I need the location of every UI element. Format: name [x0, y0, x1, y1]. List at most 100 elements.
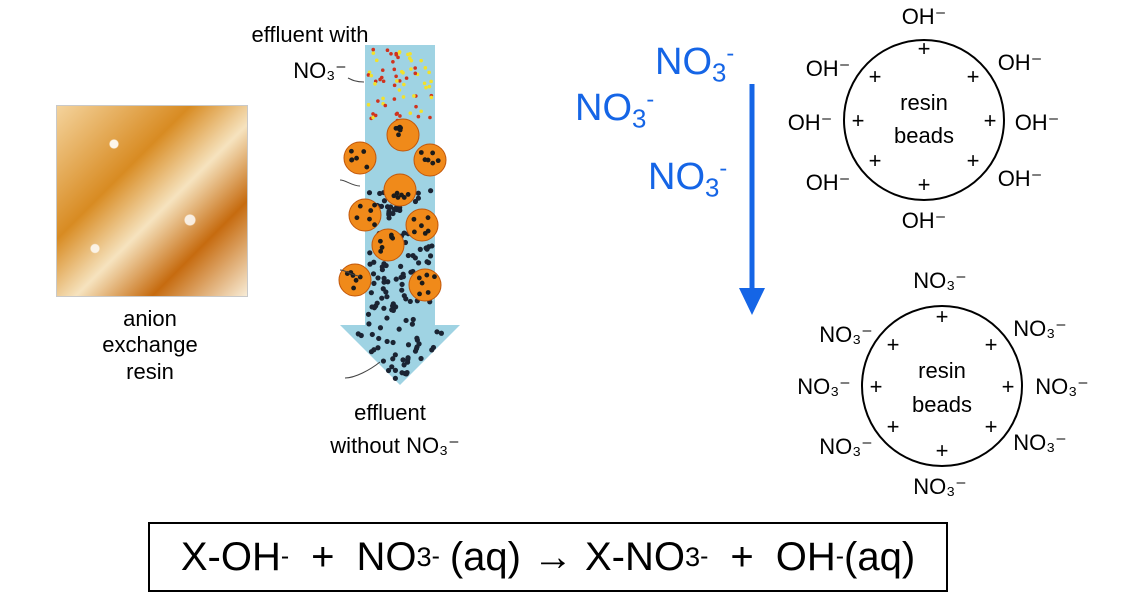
ion-particle	[401, 230, 407, 236]
bead-circle	[843, 39, 1005, 201]
ion-particle	[385, 279, 391, 285]
ion-particle	[401, 362, 407, 368]
ion-particle	[416, 260, 422, 266]
ion-particle	[390, 356, 396, 362]
ion-particle	[402, 82, 406, 87]
ion-particle	[414, 335, 420, 341]
resin-bead	[413, 143, 447, 177]
ion-particle	[375, 345, 381, 351]
resin-bead	[343, 141, 377, 175]
ion-particle	[392, 352, 398, 358]
ion-particle	[416, 341, 422, 347]
bead-circle	[861, 305, 1023, 467]
ion-particle	[381, 261, 387, 267]
pointer-line	[339, 179, 361, 187]
bead-label-line-2: beads	[912, 392, 972, 417]
column-top-label-1: effluent with	[251, 22, 369, 47]
ion-particle	[367, 250, 373, 256]
ion-particle	[424, 259, 430, 265]
ion-particle	[392, 83, 397, 88]
ion-particle	[381, 96, 385, 101]
ion-particle	[407, 298, 413, 305]
ion-particle	[392, 367, 399, 373]
caption-line-2: exchange	[102, 332, 198, 358]
ion-particle	[379, 267, 385, 273]
ion-particle	[419, 109, 423, 114]
svg-text:NO₃⁻: NO₃⁻	[819, 434, 873, 459]
ion-particle	[366, 73, 371, 77]
ion-particle	[371, 112, 375, 116]
ion-particle	[367, 70, 372, 75]
resin-photo	[56, 105, 248, 297]
ion-particle	[406, 52, 410, 57]
ion-particle	[394, 112, 399, 116]
bead-ions: OH⁻ OH⁻ OH⁻ OH⁻ OH⁻ OH⁻ OH⁻ OH⁻	[788, 4, 1060, 233]
ion-particle	[419, 58, 423, 63]
ion-particle	[385, 367, 392, 374]
ion-particle	[408, 111, 413, 116]
ion-particle	[424, 85, 428, 90]
resin-bead	[348, 198, 382, 232]
ion-particle	[389, 364, 395, 370]
svg-text:OH⁻: OH⁻	[998, 50, 1043, 75]
ion-particle	[371, 280, 377, 286]
ion-particle	[413, 346, 420, 352]
resin-bead	[383, 173, 417, 207]
ion-particle	[370, 271, 377, 277]
ion-particle	[380, 286, 386, 292]
svg-text:+: +	[985, 332, 998, 357]
ion-particle	[381, 79, 386, 84]
ion-particle	[427, 70, 431, 75]
ion-particle	[414, 104, 418, 109]
ion-particle	[380, 358, 387, 364]
ion-particle	[400, 357, 406, 363]
photo-caption: anion exchange resin	[80, 306, 220, 385]
svg-text:+: +	[967, 64, 980, 89]
resin-bead	[386, 118, 420, 152]
ion-particle	[376, 99, 380, 103]
flow-down-arrow	[739, 84, 765, 315]
ion-particle	[409, 58, 414, 63]
svg-text:+: +	[936, 304, 949, 329]
flow-ion-label-1: NO3-	[655, 40, 735, 88]
ion-particle	[371, 115, 375, 120]
ion-particle	[403, 317, 409, 324]
ion-particle	[385, 48, 390, 53]
ion-particle	[376, 335, 382, 342]
svg-text:+: +	[852, 108, 865, 133]
resin-bead-oh: resin beads + + + + + + + + OH⁻ OH⁻ OH⁻ …	[788, 4, 1060, 233]
svg-text:NO₃⁻: NO₃⁻	[913, 268, 967, 293]
svg-text:+: +	[918, 36, 931, 61]
ion-particle	[393, 276, 399, 282]
ion-particle	[384, 315, 390, 321]
svg-text:NO₃⁻: NO₃⁻	[913, 474, 967, 499]
ion-particle	[398, 263, 404, 269]
svg-text:NO₃⁻: NO₃⁻	[797, 374, 851, 399]
column-top-label-2: NO₃⁻	[293, 58, 347, 83]
ion-particle	[418, 355, 424, 362]
ion-particle	[381, 275, 387, 281]
svg-text:OH⁻: OH⁻	[806, 56, 851, 81]
ion-particle	[413, 66, 417, 70]
column-bottom-label-1: effluent	[354, 400, 426, 425]
ion-particle	[379, 295, 385, 301]
ion-particle	[371, 47, 376, 52]
ion-particle	[366, 102, 371, 107]
ion-particle	[429, 243, 435, 249]
ion-particle	[392, 375, 398, 381]
pointer-line	[339, 269, 361, 277]
equation-box	[148, 522, 948, 592]
ion-particle	[377, 325, 384, 331]
ion-particle	[397, 79, 402, 83]
ion-particle	[373, 82, 377, 86]
ion-particle	[371, 51, 376, 55]
ion-particle	[368, 290, 374, 296]
ion-particle	[373, 303, 379, 309]
ion-particle	[381, 198, 388, 204]
ion-particle	[409, 67, 413, 71]
bead-label-line-1: resin	[900, 90, 948, 115]
ion-particle	[381, 305, 387, 311]
ion-particle	[404, 359, 411, 365]
svg-text:+: +	[985, 414, 998, 439]
ion-particle	[396, 55, 400, 60]
